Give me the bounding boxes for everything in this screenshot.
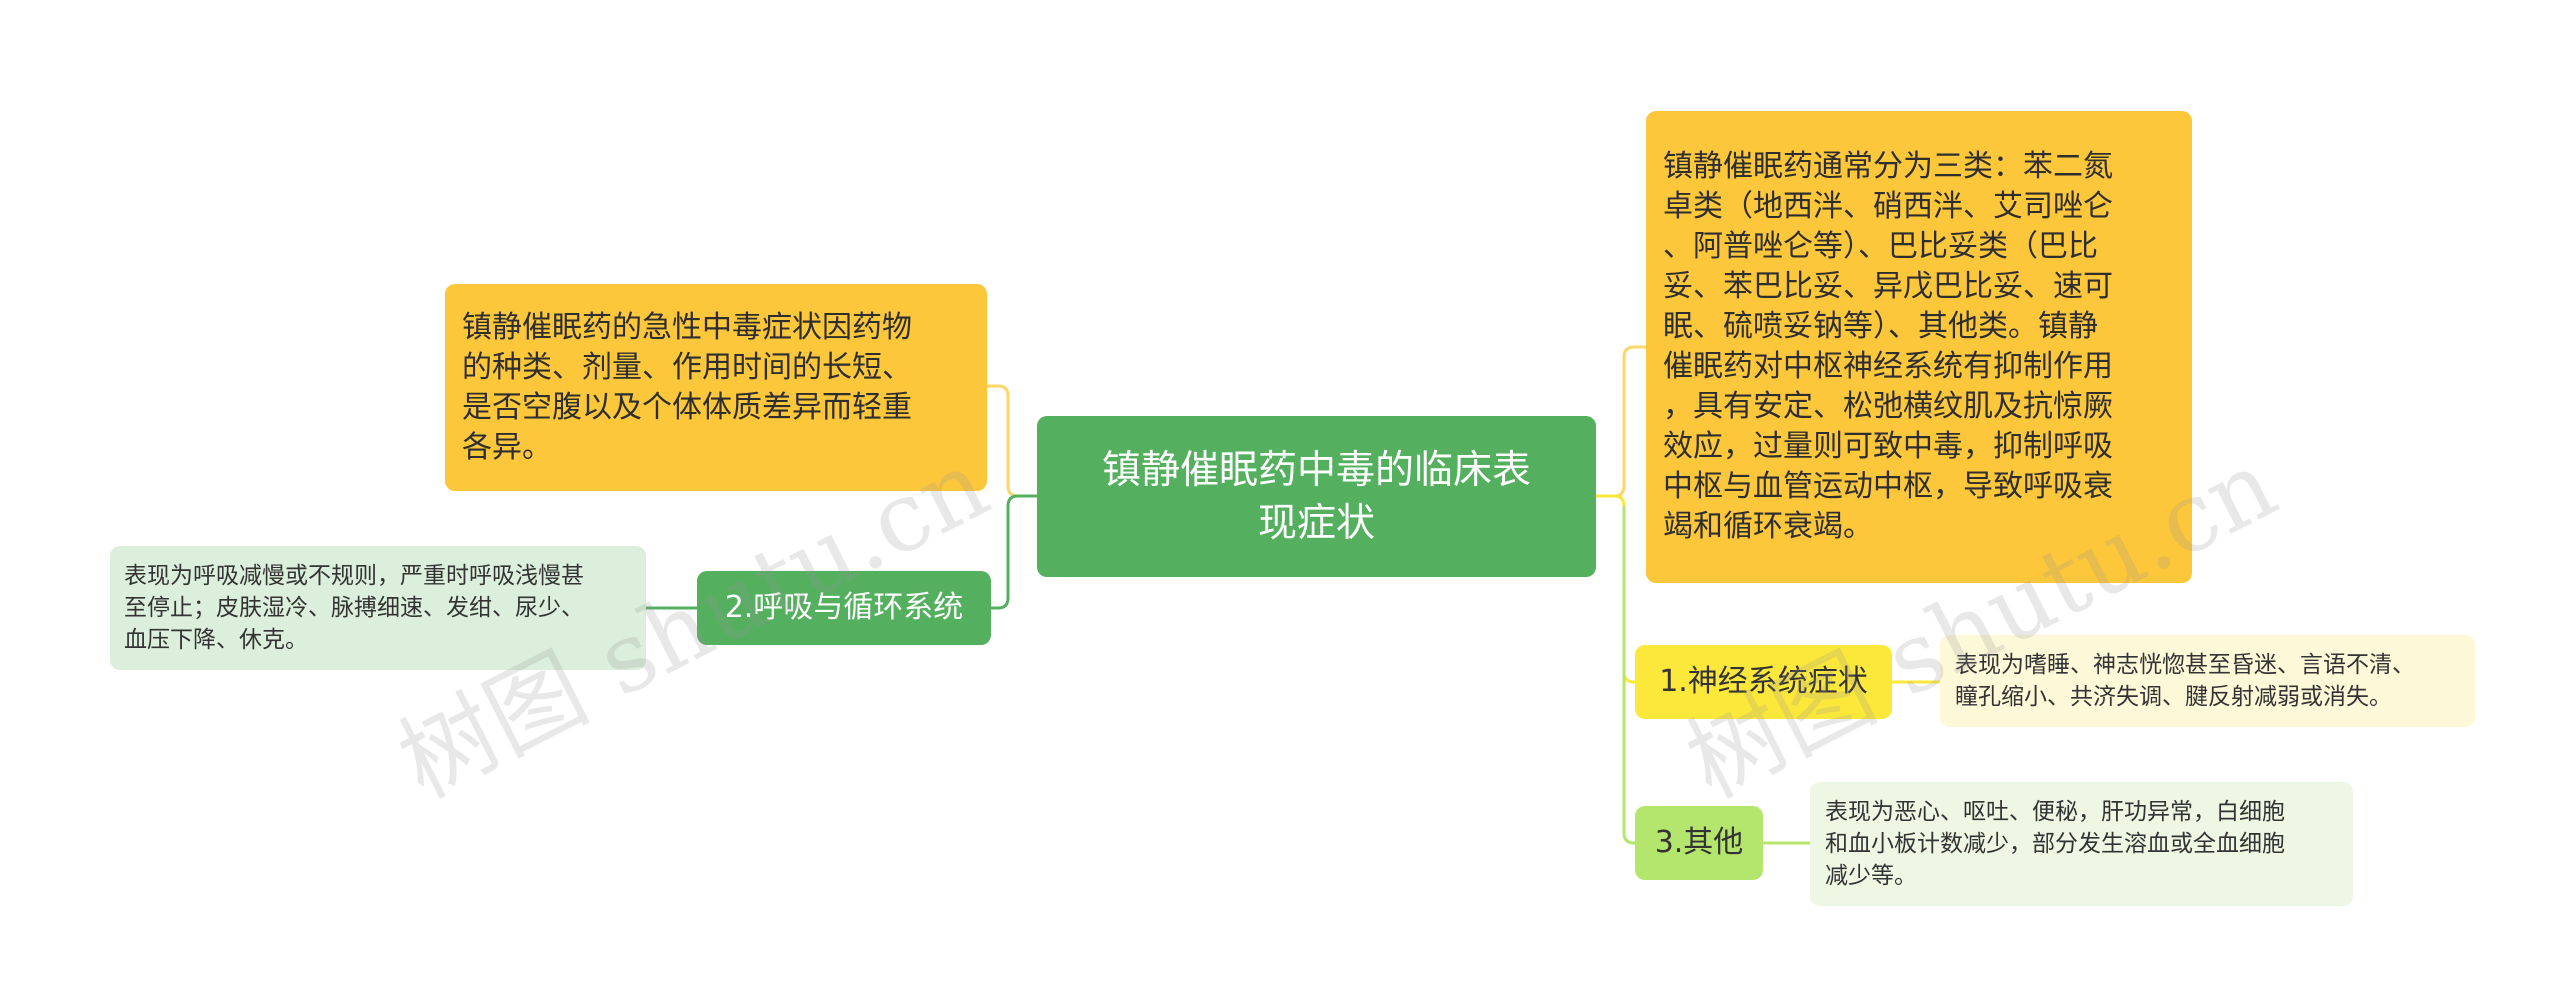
- root-topic-label: 镇静催眠药中毒的临床表 现症状: [1101, 447, 1531, 546]
- connector-root-right-desc: [1596, 345, 1646, 498]
- summary-note-left[interactable]: 镇静催眠药的急性中毒症状因药物 的种类、剂量、作用时间的长短、 是否空腹以及个体…: [445, 284, 987, 491]
- connector-root-neuro: [1596, 494, 1635, 684]
- detail-other-text: 表现为恶心、呕吐、便秘，肝功异常，白细胞 和血小板计数减少，部分发生溶血或全血细…: [1825, 799, 2285, 889]
- detail-respiratory-text: 表现为呼吸减慢或不规则，严重时呼吸浅慢甚 至停止；皮肤湿冷、脉搏细速、发绀、尿少…: [124, 563, 584, 653]
- detail-neuro-text: 表现为嗜睡、神志恍惚甚至昏迷、言语不清、 瞳孔缩小、共济失调、腱反射减弱或消失。: [1955, 652, 2415, 710]
- summary-note-right-text: 镇静催眠药通常分为三类：苯二氮 卓类（地西泮、硝西泮、艾司唑仑 、阿普唑仑等）、…: [1663, 149, 2113, 544]
- summary-note-right[interactable]: 镇静催眠药通常分为三类：苯二氮 卓类（地西泮、硝西泮、艾司唑仑 、阿普唑仑等）、…: [1646, 111, 2192, 583]
- branch-other-label: 3.其他: [1654, 825, 1744, 860]
- root-topic[interactable]: 镇静催眠药中毒的临床表 现症状: [1037, 416, 1596, 577]
- branch-other[interactable]: 3.其他: [1635, 806, 1763, 880]
- branch-neurological[interactable]: 1.神经系统症状: [1635, 645, 1892, 719]
- branch-respiratory-label: 2.呼吸与循环系统: [724, 590, 964, 625]
- detail-other[interactable]: 表现为恶心、呕吐、便秘，肝功异常，白细胞 和血小板计数减少，部分发生溶血或全血细…: [1810, 782, 2353, 906]
- summary-note-left-text: 镇静催眠药的急性中毒症状因药物 的种类、剂量、作用时间的长短、 是否空腹以及个体…: [462, 309, 912, 465]
- detail-neurological[interactable]: 表现为嗜睡、神志恍惚甚至昏迷、言语不清、 瞳孔缩小、共济失调、腱反射减弱或消失。: [1940, 635, 2475, 727]
- connector-root-other: [1622, 506, 1635, 845]
- detail-respiratory-circulatory[interactable]: 表现为呼吸减慢或不规则，严重时呼吸浅慢甚 至停止；皮肤湿冷、脉搏细速、发绀、尿少…: [110, 546, 646, 670]
- connector-root-respiratory: [991, 494, 1037, 610]
- branch-respiratory-circulatory[interactable]: 2.呼吸与循环系统: [697, 571, 991, 645]
- connector-root-left-desc: [987, 384, 1037, 498]
- branch-neuro-label: 1.神经系统症状: [1659, 664, 1868, 699]
